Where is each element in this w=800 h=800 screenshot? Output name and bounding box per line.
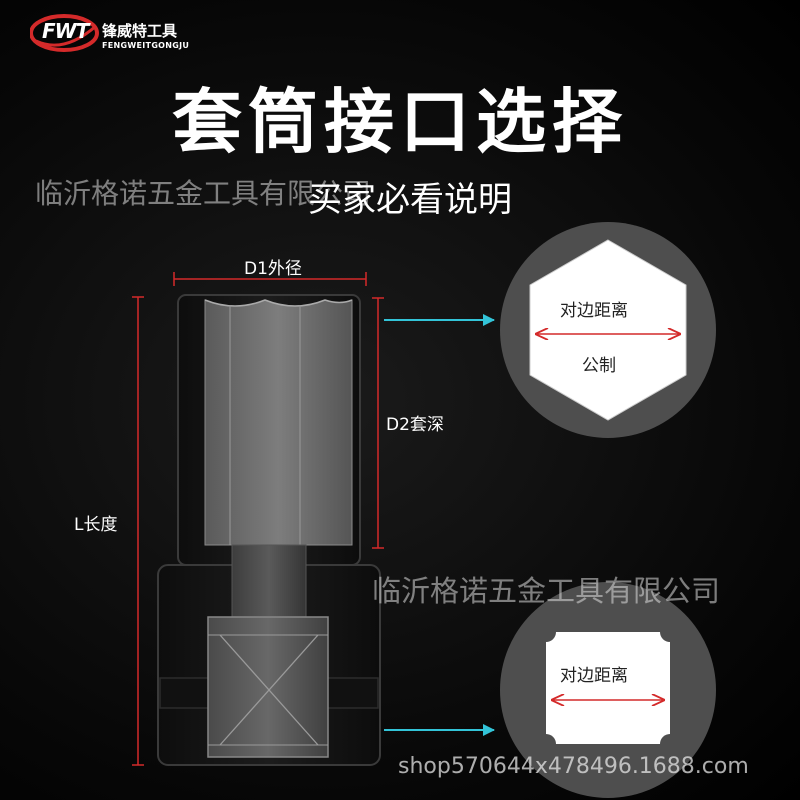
dimension-d1 bbox=[173, 272, 367, 286]
hex-label-metric: 公制 bbox=[582, 356, 616, 376]
watermark-company: 临沂格诺五金工具有限公司 bbox=[35, 177, 372, 210]
fwt-logo-icon bbox=[30, 14, 99, 52]
brand-logo-text: FWT bbox=[42, 19, 89, 43]
dimension-d2 bbox=[372, 297, 384, 549]
label-d2: D2套深 bbox=[386, 415, 444, 435]
socket-body bbox=[157, 294, 381, 766]
square-drive-icon bbox=[500, 582, 716, 798]
page-subtitle: 买家必看说明 bbox=[308, 180, 512, 220]
page-title: 套筒接口选择 bbox=[172, 81, 628, 163]
brand-logo: FWT 锋威特工具 FENGWEITGONGJU bbox=[30, 12, 230, 56]
square-label-across-flats: 对边距离 bbox=[560, 666, 628, 686]
watermark-shop-url: shop570644x478496.1688.com bbox=[398, 754, 749, 779]
dimension-l bbox=[132, 296, 144, 766]
label-d1: D1外径 bbox=[244, 259, 302, 279]
hex-label-across-flats: 对边距离 bbox=[560, 301, 628, 321]
hexagon-icon bbox=[500, 222, 716, 438]
brand-name-cn: 锋威特工具 bbox=[102, 22, 178, 40]
label-length: L长度 bbox=[74, 515, 118, 535]
brand-name-en: FENGWEITGONGJU bbox=[102, 41, 190, 50]
watermark-company: 临沂格诺五金工具有限公司 bbox=[372, 574, 721, 608]
